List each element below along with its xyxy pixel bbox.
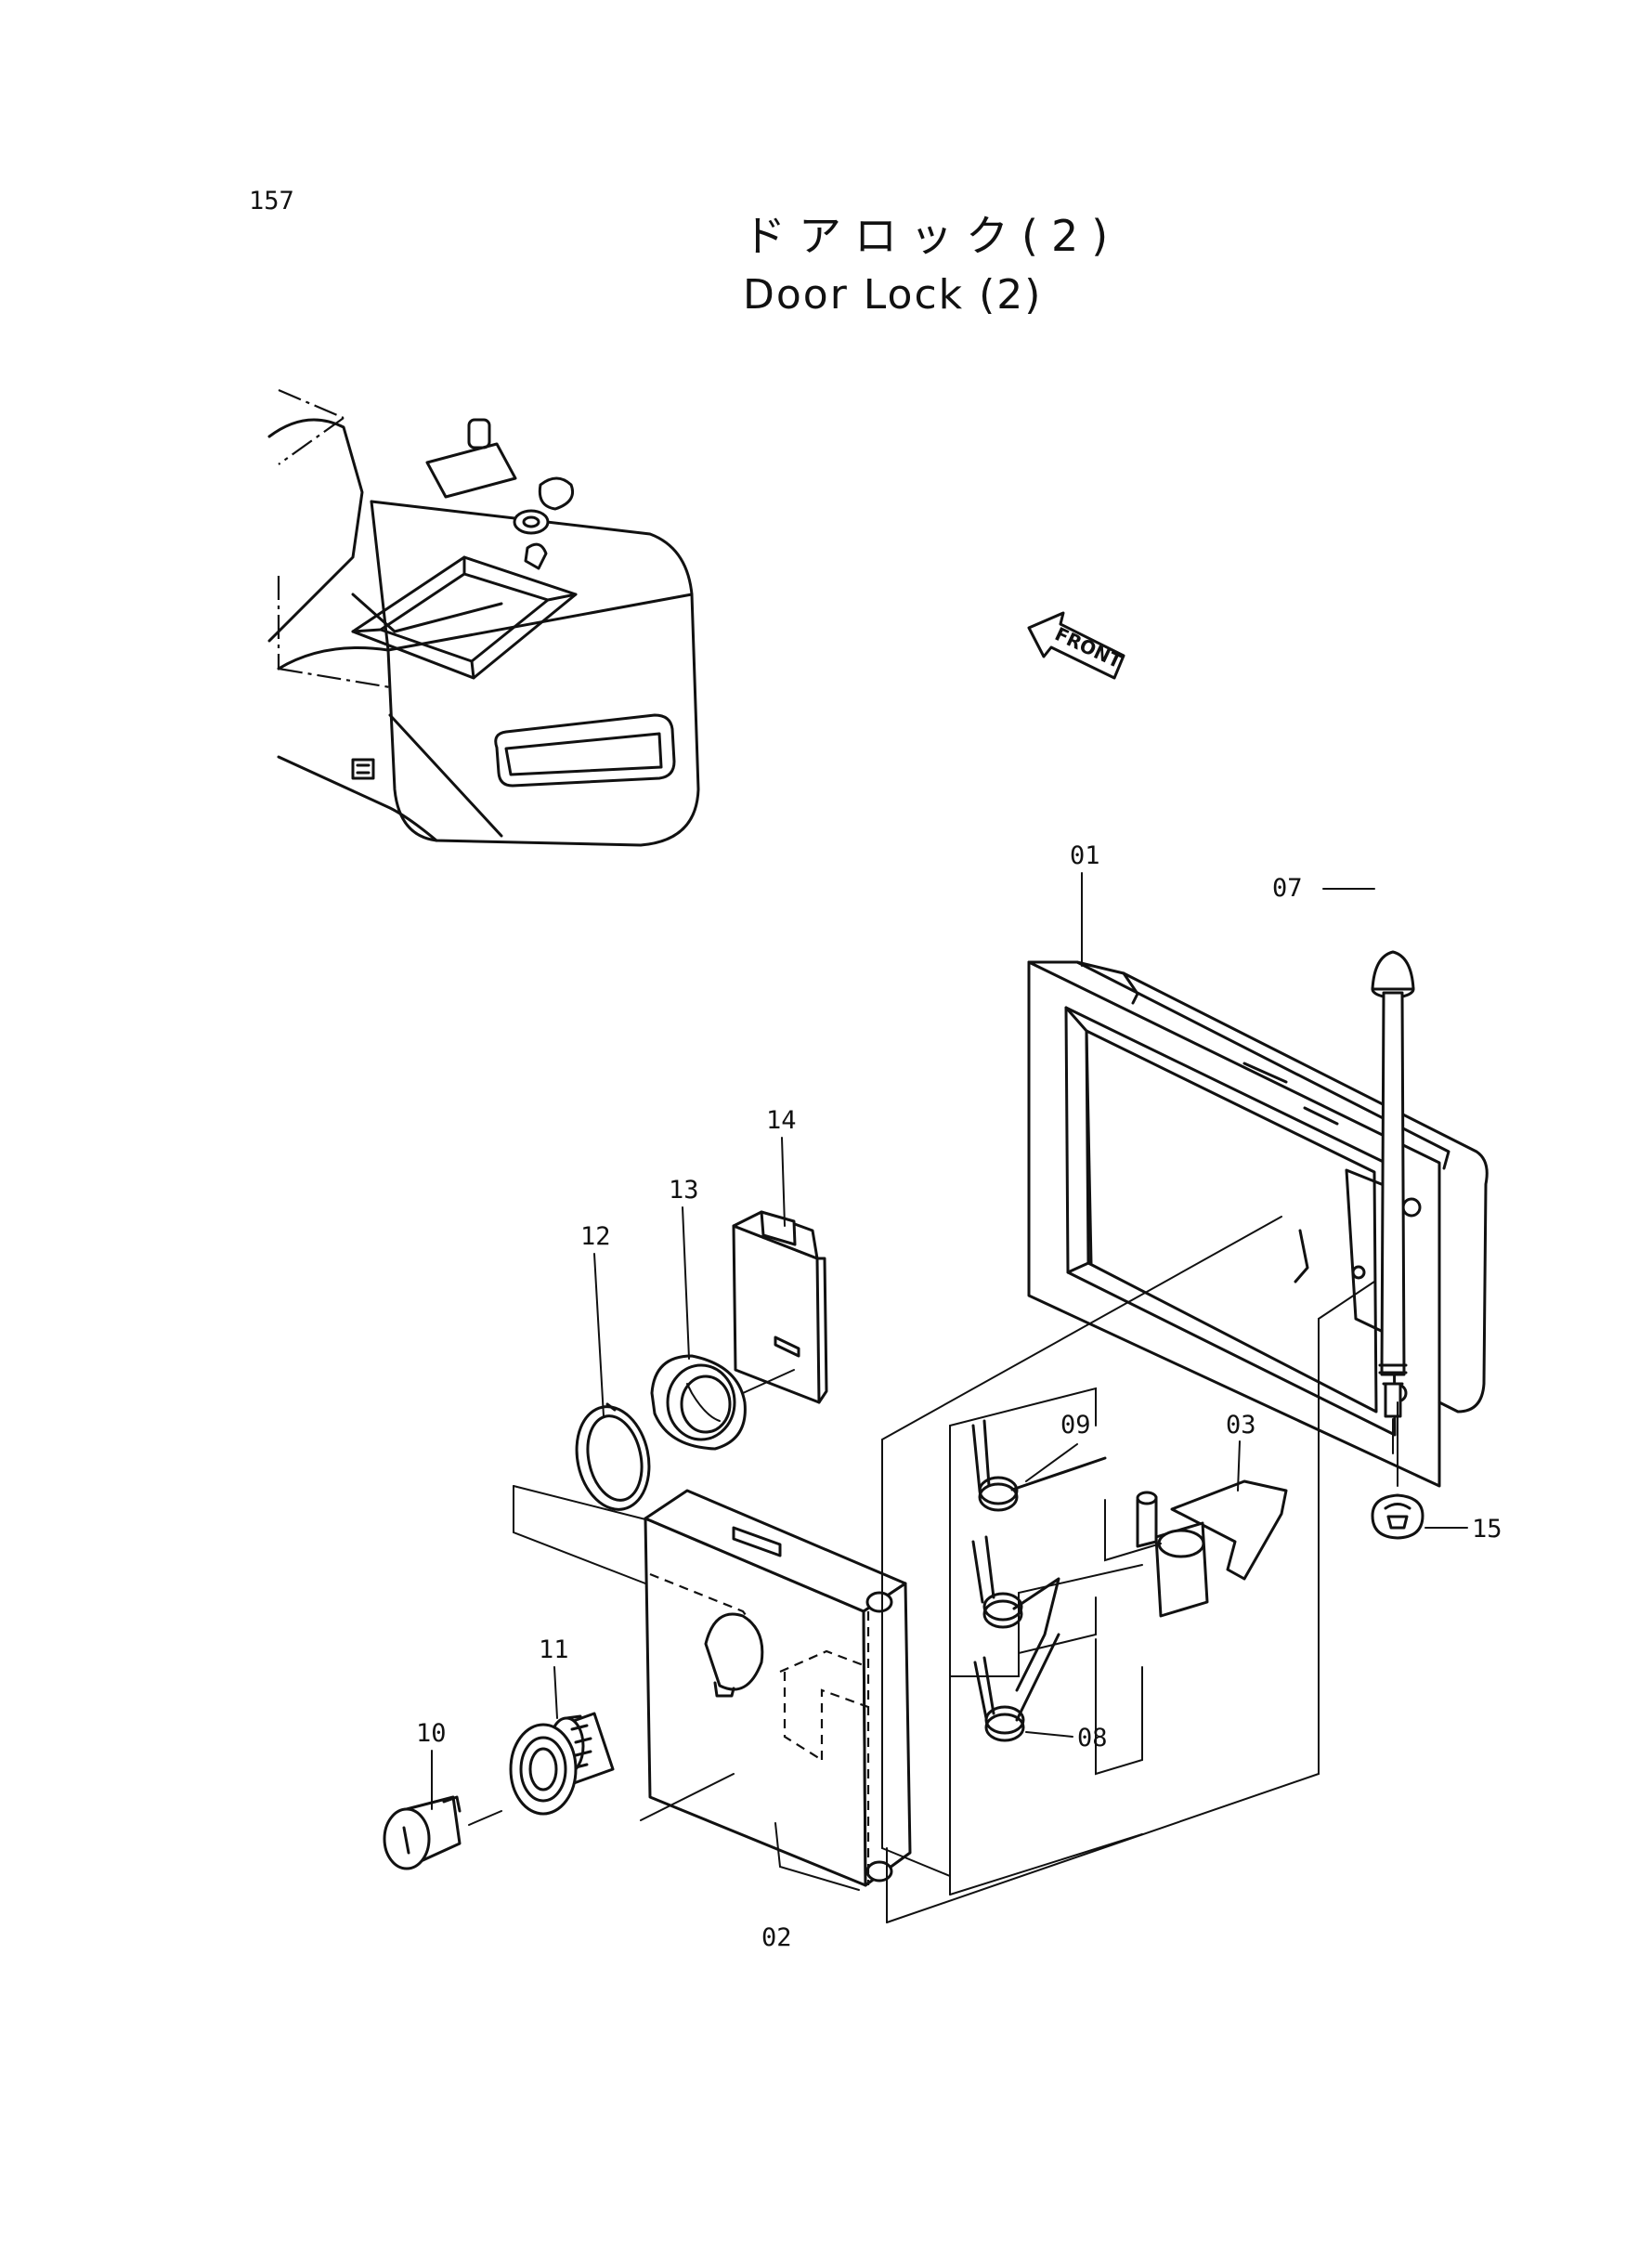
label-part-11: 11 bbox=[539, 1635, 569, 1664]
label-part-14: 14 bbox=[766, 1106, 797, 1135]
label-part-03: 03 bbox=[1226, 1411, 1256, 1440]
title-english: Door Lock (2) bbox=[743, 271, 1042, 319]
part-15-e-ring bbox=[1371, 1493, 1424, 1540]
part-10-key-cylinder bbox=[383, 1795, 462, 1870]
title-japanese: ドアロック(2) bbox=[743, 211, 1121, 261]
label-part-09: 09 bbox=[1060, 1411, 1091, 1440]
label-part-07: 07 bbox=[1272, 874, 1303, 903]
part-12-retaining-ring bbox=[575, 1402, 651, 1511]
label-part-13: 13 bbox=[669, 1176, 699, 1205]
part-14-plate bbox=[732, 1210, 828, 1404]
label-part-15: 15 bbox=[1472, 1515, 1502, 1544]
label-part-01: 01 bbox=[1070, 841, 1100, 870]
page-number: 157 bbox=[249, 187, 294, 215]
part-08-spring bbox=[971, 1535, 1060, 1742]
leader-lines bbox=[431, 872, 1468, 1891]
part-01-handle-housing bbox=[1027, 960, 1489, 1488]
machine-body-illustration bbox=[267, 388, 700, 847]
label-part-02: 02 bbox=[761, 1923, 792, 1952]
assembly-guide-lines bbox=[468, 1216, 1398, 1923]
part-13-nut bbox=[650, 1354, 747, 1451]
part-07-pin bbox=[1371, 950, 1415, 1418]
part-09-spring bbox=[971, 1419, 1107, 1512]
label-part-10: 10 bbox=[416, 1719, 447, 1748]
part-11-bushing bbox=[509, 1712, 615, 1816]
part-03-lever bbox=[1136, 1479, 1288, 1618]
part-02-lock-case bbox=[644, 1489, 912, 1887]
front-arrow-icon: FRONT bbox=[1027, 611, 1125, 680]
label-part-08: 08 bbox=[1077, 1724, 1108, 1752]
label-part-12: 12 bbox=[580, 1222, 611, 1251]
